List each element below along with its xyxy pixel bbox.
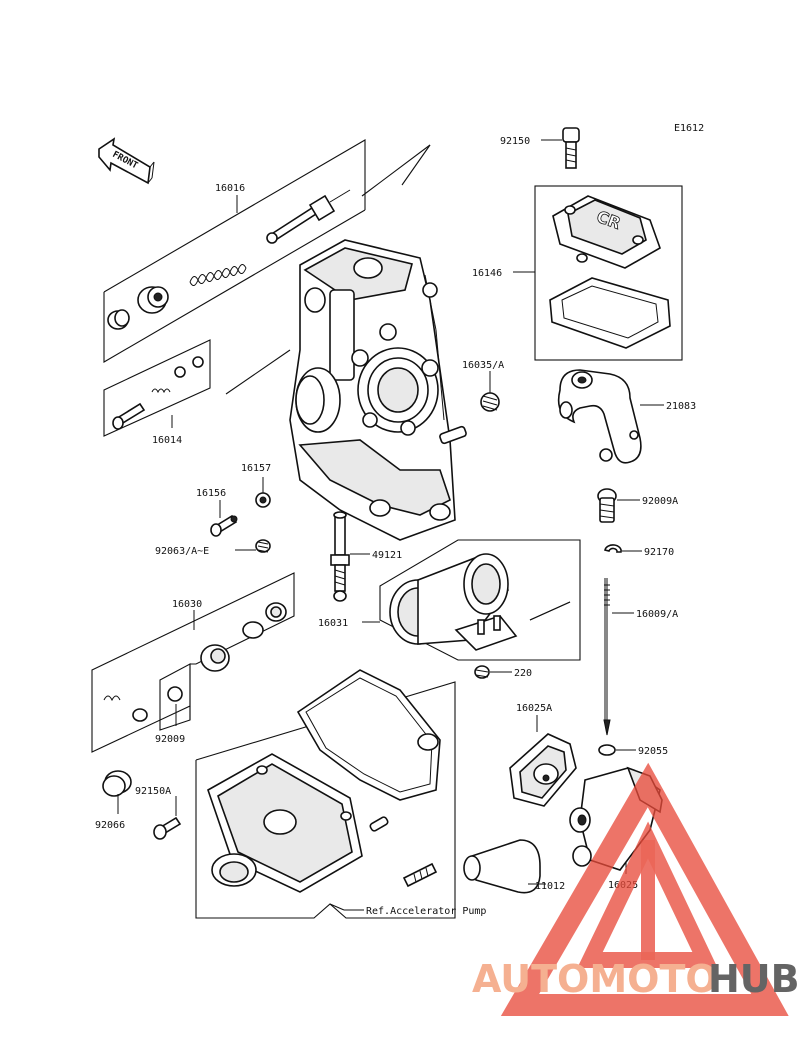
- screw-92009a-icon: [597, 488, 617, 523]
- front-arrow-icon: FRONT: [98, 137, 155, 185]
- callout-16146: 16146: [472, 268, 502, 279]
- callout-16009a: 16009/A: [636, 609, 678, 620]
- float-valve-parts-icon: [103, 602, 287, 722]
- watermark-text-hub: HUB: [708, 957, 800, 1001]
- screw-220-icon: [474, 665, 490, 679]
- throttle-valve-icon: [389, 553, 571, 651]
- cap-92066-icon: [102, 770, 132, 797]
- throttle-lever-icon: [557, 369, 642, 464]
- assembly-frame-16014: [103, 339, 211, 437]
- callout-16035a: 16035/A: [462, 360, 504, 371]
- callout-92063: 92063/A~E: [155, 546, 209, 557]
- float-bowl-icon: [207, 753, 389, 893]
- bolt-92150a-icon: [153, 816, 182, 840]
- jet-needle-icon: [603, 578, 611, 736]
- pilot-screw-icon: [112, 356, 204, 430]
- callout-92009: 92009: [155, 734, 185, 745]
- assembly-frame-16030: [91, 572, 295, 753]
- callout-16157: 16157: [241, 463, 271, 474]
- callout-21083: 21083: [666, 401, 696, 412]
- plunger-rod-icon: [266, 189, 351, 244]
- diaphragm-16025a-icon: [509, 733, 577, 807]
- clip-92170-icon: [604, 544, 622, 553]
- callout-92170: 92170: [644, 547, 674, 558]
- callout-92009a: 92009A: [642, 496, 678, 507]
- jet-92063-icon: [255, 539, 271, 553]
- callout-16031: 16031: [318, 618, 348, 629]
- callout-16014: 16014: [152, 435, 182, 446]
- jet-16156-icon: [210, 514, 238, 537]
- boot-11012-icon: [463, 839, 541, 894]
- float-gasket-icon: [296, 669, 441, 801]
- bolt-92150-icon: [562, 127, 580, 169]
- spring-icon: [189, 264, 247, 286]
- automotohub-watermark: AUTOMOTO HUB: [472, 762, 800, 1016]
- carburetor-body-icon: [289, 239, 467, 541]
- watermark-text-automoto: AUTOMOTO: [472, 957, 718, 1001]
- callout-11012: 11012: [535, 881, 565, 892]
- callout-92055: 92055: [638, 746, 668, 757]
- diagram-code: E1612: [674, 123, 704, 134]
- adjuster-nut-icon: [137, 286, 169, 314]
- drain-screw-icon: [402, 862, 438, 888]
- callout-92150a: 92150A: [135, 786, 171, 797]
- reference-note: Ref.Accelerator Pump: [366, 906, 486, 917]
- callout-16030: 16030: [172, 599, 202, 610]
- screw-16157-icon: [255, 492, 271, 508]
- assembly-frame-float-bowl: [195, 681, 456, 919]
- callout-220: 220: [514, 668, 532, 679]
- watermark-triangle-outer: [500, 762, 789, 1016]
- callout-16016: 16016: [215, 183, 245, 194]
- needle-jet-icon: [330, 511, 350, 602]
- callout-92150: 92150: [500, 136, 530, 147]
- top-cover-icon: CR: [552, 195, 661, 269]
- callout-49121: 49121: [372, 550, 402, 561]
- callout-16156: 16156: [196, 488, 226, 499]
- assembly-frame-16031: [379, 539, 581, 661]
- callout-92066: 92066: [95, 820, 125, 831]
- callout-16025a: 16025A: [516, 703, 552, 714]
- screw-16035-icon: [480, 392, 500, 412]
- assembly-frame-16146: [534, 185, 683, 361]
- cap-icon: [107, 309, 130, 330]
- cover-gasket-icon: [549, 277, 671, 349]
- o-ring-92055-icon: [598, 744, 616, 756]
- assembly-frame-16016: [103, 139, 431, 395]
